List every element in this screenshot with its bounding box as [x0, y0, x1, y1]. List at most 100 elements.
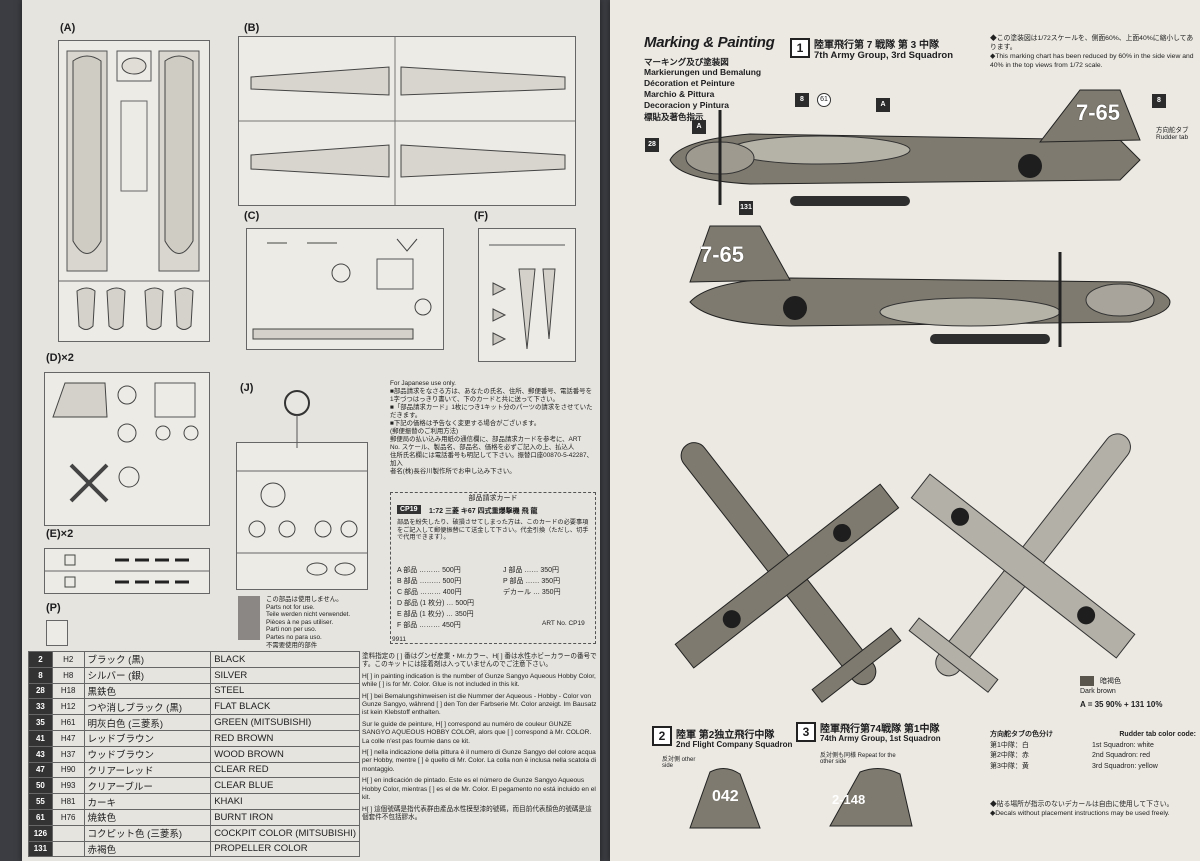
price-row: A 部品 ……… 500円	[397, 567, 461, 574]
paint-note: H[ ] nella indicazione della pittura è i…	[362, 749, 597, 773]
tail-code-1: 7-65	[1076, 100, 1121, 125]
paint-num-cell: 33	[28, 698, 53, 716]
paint-jp-cell: ウッドブラウン	[83, 745, 212, 763]
scheme-1-number: 1	[790, 38, 810, 58]
sprue-d-drawing	[52, 382, 199, 503]
paint-en-cell: STEEL	[210, 682, 360, 700]
sprue-b	[238, 36, 576, 206]
lang-line: マーキング及び塗装図	[644, 57, 729, 67]
dark-brown-en: Dark brown	[1080, 688, 1116, 695]
lang-line: Décoration et Peinture	[644, 78, 735, 88]
callout-61: 61	[817, 93, 831, 107]
paint-num-cell: 47	[28, 761, 53, 779]
instruction-left-page: (A) (B) (C)	[22, 0, 600, 861]
decal-note-jp: ◆貼る場所が指示のないデカールは自由に使用して下さい。	[990, 801, 1174, 808]
price-row: C 部品 ……… 400円	[397, 589, 462, 596]
unused-line: Partes no para uso.	[266, 633, 322, 641]
sprue-a-drawing	[59, 50, 209, 330]
scheme-3-title-en: 74th Army Group, 1st Squadron	[820, 734, 941, 743]
marking-title: Marking & Painting	[644, 34, 775, 51]
unused-line: Parts not for use.	[266, 603, 315, 611]
section-label-f: (F)	[474, 210, 489, 222]
paint-code-cell: H47	[51, 729, 85, 747]
paint-en-cell: COCKPIT COLOR (MITSUBISHI)	[210, 824, 360, 842]
order-line: 1字づつはっきり書いて、下のカードと共に送って下さい。	[390, 396, 559, 403]
paint-en-cell: FLAT BLACK	[210, 698, 360, 716]
sprue-e	[44, 548, 210, 594]
tail-code-scheme-3: 2-148	[832, 792, 866, 807]
tail-code-scheme-2: 042	[712, 788, 739, 805]
paint-note: H[ ] 這個號碼是指代表群由產品水性模型漆的號碼，而目前代表顏色的號碼是這個套…	[362, 805, 592, 821]
sprue-j-gate	[284, 390, 310, 448]
side-view-upper	[669, 89, 1141, 206]
order-line: (郵便振替のご利用方法)	[390, 428, 459, 435]
order-card-product: 1:72 三菱 キ67 四式重爆撃機 飛 龍	[429, 508, 538, 515]
decal-note: ◆貼る場所が指示のないデカールは自由に使用して下さい。 ◆Decals with…	[990, 800, 1196, 818]
paint-num-cell: 8	[28, 666, 53, 684]
order-line: 住所氏名欄には電話番号も明記して下さい。振替口座00870-5-42287、加入	[390, 452, 593, 467]
paint-en-cell: KHAKI	[210, 793, 360, 810]
unused-line: Teile werden nicht verwendet.	[266, 611, 351, 619]
paint-code-cell: H12	[51, 698, 85, 716]
paint-num-cell: 50	[28, 777, 53, 795]
sprue-j	[236, 442, 368, 590]
callout-a: A	[692, 120, 706, 134]
sprue-f-drawing	[489, 244, 565, 350]
paint-en-cell: BURNT IRON	[210, 808, 360, 826]
paint-jp-cell: カーキ	[83, 793, 212, 810]
scheme-3-number: 3	[796, 722, 816, 742]
scheme-3-title-jp: 陸軍飛行第74戦隊 第1中隊	[820, 724, 940, 735]
lang-line: 標貼及著色指示	[644, 112, 704, 122]
paint-code-cell: H37	[51, 745, 85, 763]
paint-num-cell: 131	[28, 840, 53, 858]
scheme-1-title-en: 7th Army Group, 3rd Squadron	[814, 50, 953, 61]
paint-code-cell	[51, 824, 85, 842]
sprue-e-drawing	[45, 554, 209, 588]
order-card: 部品請求カード CP19 1:72 三菱 キ67 四式重爆撃機 飛 龍 部品を紛…	[390, 492, 596, 644]
scale-note-en: ◆This marking chart has been reduced by …	[990, 53, 1194, 69]
callout-28: 28	[645, 138, 659, 152]
section-label-d: (D)×2	[46, 352, 74, 364]
scale-note: ◆この塗装図は1/72スケールを、側面60%、上面40%に縮小してあります。 ◆…	[990, 34, 1196, 70]
unused-swatch	[238, 596, 260, 640]
paint-note: 塗料指定の [ ] 番はグンゼ産業・Mr.カラー、H[ ] 番は水性ホビーカラー…	[362, 653, 597, 669]
art-number: ART No. CP19	[542, 620, 585, 627]
paint-jp-cell: 焼鉄色	[83, 808, 212, 826]
paint-num-cell: 55	[28, 793, 53, 810]
section-label-e: (E)×2	[46, 528, 74, 540]
price-row: P 部品 …… 350円	[503, 578, 561, 585]
mix-formula: A = 35 90% + 131 10%	[1080, 700, 1163, 709]
paint-jp-cell: 明灰白色 (三菱系)	[83, 714, 212, 731]
paint-en-cell: SILVER	[210, 666, 360, 684]
price-row: B 部品 ……… 500円	[397, 578, 462, 585]
paint-num-cell: 35	[28, 714, 53, 731]
paint-jp-cell: クリアーレッド	[83, 761, 212, 779]
unused-legend: この部品は使用しません。 Parts not for use. Teile we…	[266, 596, 350, 649]
tail-art-2	[689, 768, 761, 829]
unused-line: Parti non per uso.	[266, 626, 317, 634]
tail-art-3	[829, 768, 913, 827]
sprue-c	[246, 228, 444, 350]
price-row: デカール … 350円	[503, 589, 561, 596]
decal-note-en: ◆Decals without placement instructions m…	[990, 810, 1170, 817]
paint-num-cell: 61	[28, 808, 53, 826]
other-side-3: 反対側も同様 Repeat for the other side	[820, 753, 896, 765]
price-row: J 部品 …… 350円	[503, 567, 560, 574]
paint-en-cell: CLEAR RED	[210, 761, 360, 779]
scheme-1-title-jp: 陸軍飛行第 7 戦隊 第 3 中隊	[814, 40, 940, 51]
paint-jp-cell: シルバー (銀)	[83, 666, 212, 684]
order-line: No. スケール、製品名、部品名、価格を必ずご記入の上、払込人	[390, 444, 575, 451]
paint-num-cell: 2	[28, 651, 53, 668]
rudder-tab-label: 方向舵タブ Rudder tab	[1156, 127, 1189, 141]
unused-line: Pièces à ne pas utiliser.	[266, 618, 334, 626]
